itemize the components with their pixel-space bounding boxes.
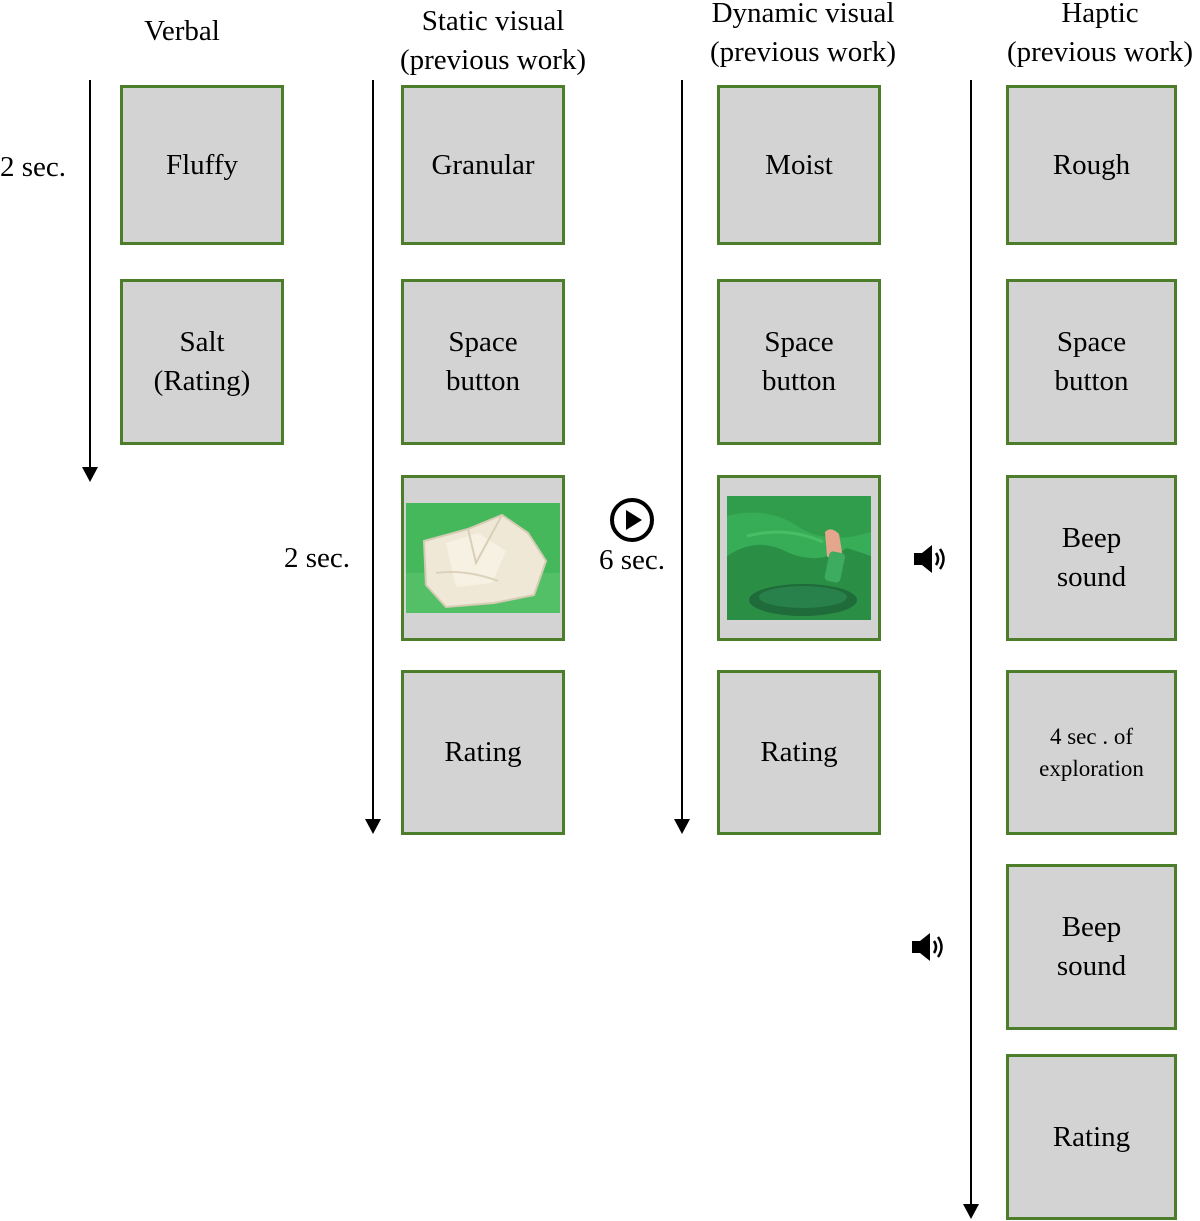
static-visual-duration-label: 2 sec. bbox=[284, 542, 351, 574]
haptic-timeline-arrow bbox=[963, 80, 979, 1219]
haptic-step-beep-sound-end: Beep sound bbox=[1006, 864, 1177, 1030]
verbal-step-word: Fluffy bbox=[120, 85, 284, 245]
static-step-word: Granular bbox=[401, 85, 565, 245]
haptic-step-space-button: Space button bbox=[1006, 279, 1177, 445]
verbal-step-rating: Salt (Rating) bbox=[120, 279, 284, 445]
verbal-timeline-arrow bbox=[82, 80, 98, 482]
speaker-icon bbox=[912, 933, 943, 961]
static-visual-header: Static visual (previous work) bbox=[399, 5, 587, 76]
verbal-header: Verbal bbox=[144, 15, 220, 47]
speaker-icon bbox=[914, 545, 945, 573]
video-frame-icon bbox=[727, 496, 871, 620]
dynamic-visual-timeline-arrow bbox=[674, 80, 690, 834]
dynamic-step-video bbox=[717, 475, 881, 641]
dynamic-visual-duration-label: 6 sec. bbox=[599, 544, 666, 576]
dynamic-visual-header: Dynamic visual (previous work) bbox=[709, 0, 897, 68]
static-step-image bbox=[401, 475, 565, 641]
fabric-photo-icon bbox=[406, 503, 560, 613]
static-step-rating: Rating bbox=[401, 670, 565, 835]
haptic-step-beep-sound-start: Beep sound bbox=[1006, 475, 1177, 641]
play-icon bbox=[610, 498, 654, 542]
static-step-space-button: Space button bbox=[401, 279, 565, 445]
verbal-duration-label: 2 sec. bbox=[0, 151, 67, 183]
haptic-step-exploration: 4 sec . of exploration bbox=[1006, 670, 1177, 835]
dynamic-step-word: Moist bbox=[717, 85, 881, 245]
haptic-step-rating: Rating bbox=[1006, 1054, 1177, 1220]
dynamic-step-rating: Rating bbox=[717, 670, 881, 835]
static-visual-timeline-arrow bbox=[365, 80, 381, 834]
haptic-header: Haptic (previous work) bbox=[1006, 0, 1194, 68]
haptic-step-word: Rough bbox=[1006, 85, 1177, 245]
dynamic-step-space-button: Space button bbox=[717, 279, 881, 445]
